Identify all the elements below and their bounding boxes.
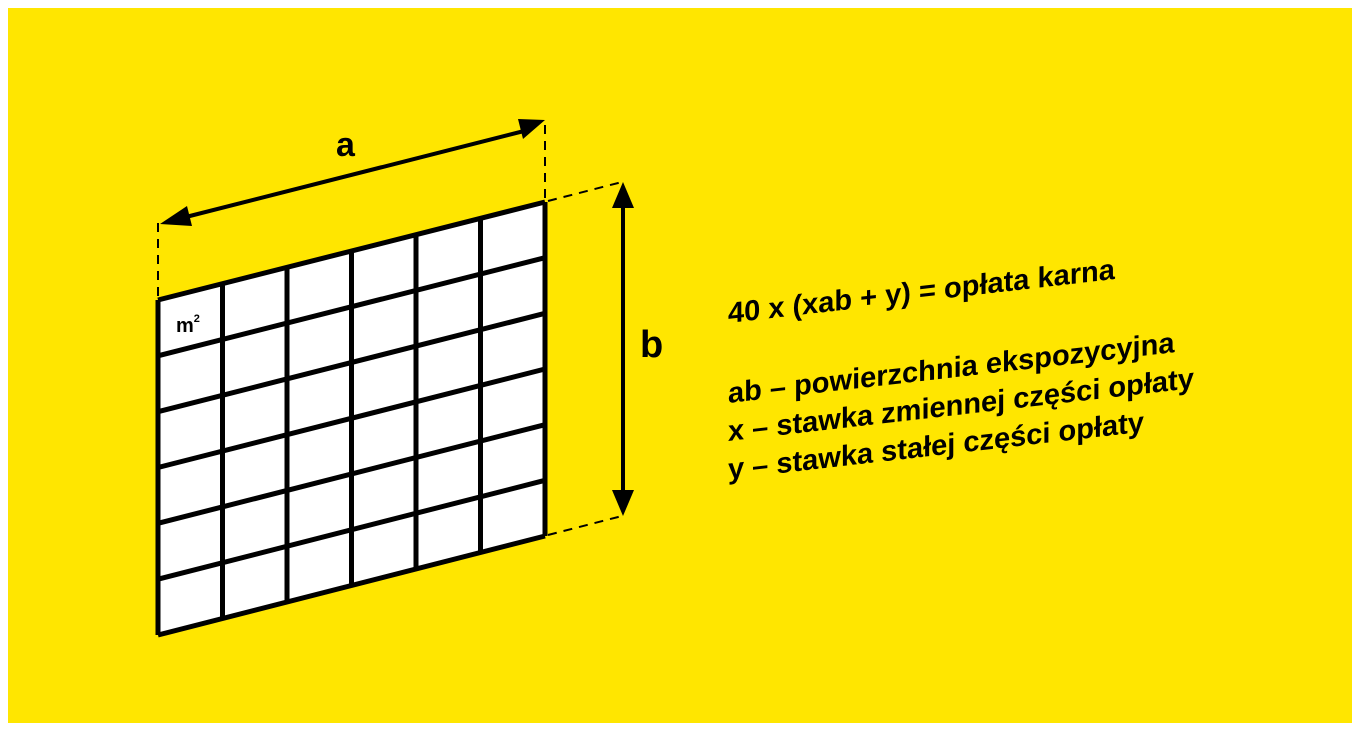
area-fee-diagram: a b m2 40 x (xab + y) = opłata karna ab … <box>8 8 1352 723</box>
cell-unit: m <box>176 315 194 337</box>
grid-row-line <box>157 199 546 303</box>
grid-row-line <box>157 255 546 359</box>
grid-row-line <box>157 477 546 582</box>
height-label: b <box>640 324 664 366</box>
arrowhead-a-left <box>160 206 192 226</box>
grid-row-line <box>157 533 546 638</box>
extension-line-top <box>547 181 623 202</box>
billboard-grid-drawing <box>155 119 634 638</box>
cell-unit-label: m2 <box>176 313 200 337</box>
cell-unit-exponent: 2 <box>193 313 200 325</box>
arrowhead-b-top <box>612 182 634 208</box>
extension-line-bottom <box>547 515 623 536</box>
grid-row-line <box>157 366 546 470</box>
grid-row-line <box>157 310 546 415</box>
arrowhead-b-bottom <box>612 490 634 516</box>
arrowhead-a-right <box>518 119 545 139</box>
dimension-arrow-a <box>177 128 529 221</box>
grid-row-line <box>157 422 546 526</box>
width-label: a <box>336 126 355 164</box>
